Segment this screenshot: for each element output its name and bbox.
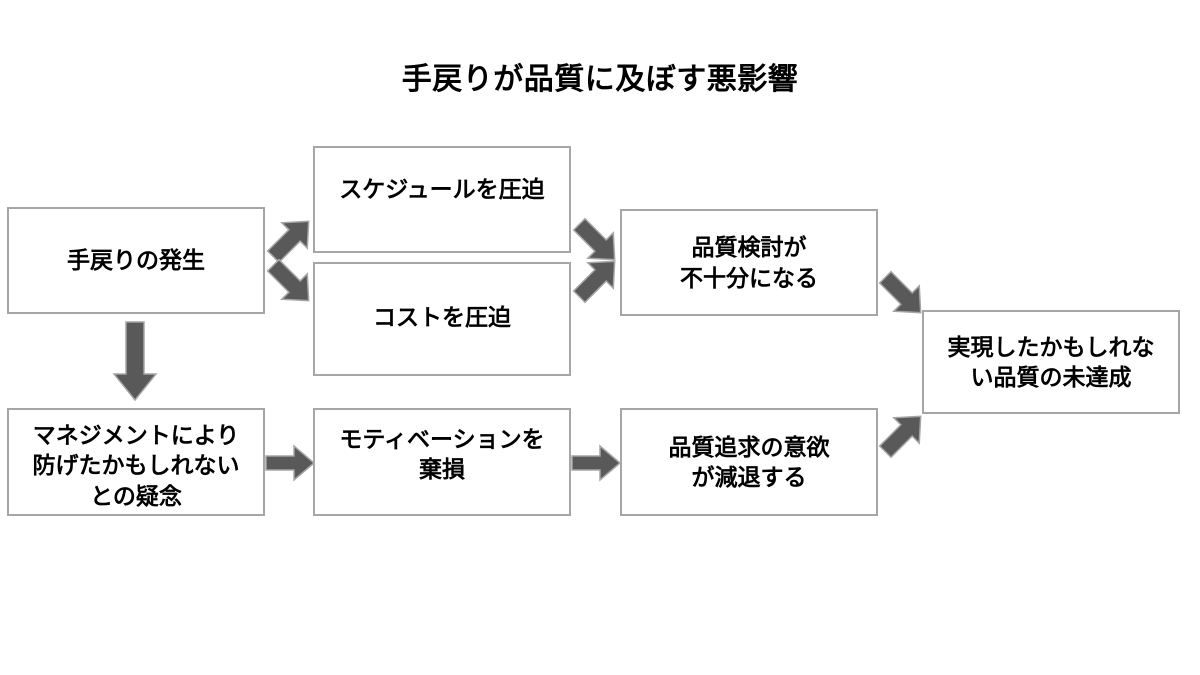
arrow-management-doubt-to-motivation	[264, 443, 316, 483]
node-quality-review[interactable]: 品質検討が 不十分になる	[620, 209, 878, 316]
node-schedule-label: スケジュールを圧迫	[339, 176, 545, 202]
node-pursuit-label: 品質追求の意欲 が減退する	[668, 433, 830, 490]
node-cost[interactable]: コストを圧迫	[313, 262, 571, 376]
arrow-cost-to-quality-review	[570, 256, 624, 304]
node-rework[interactable]: 手戻りの発生	[7, 207, 265, 314]
node-motivation-label: モティベーションを 棄損	[339, 426, 545, 483]
node-management-doubt-label: マネジメントにより 防げたかもしれない との疑念	[32, 422, 240, 509]
node-unrealized-quality[interactable]: 実現したかもしれな い品質の未達成	[922, 310, 1180, 414]
node-quality-review-label: 品質検討が 不十分になる	[680, 234, 818, 291]
arrow-pursuit-to-unrealized	[876, 410, 930, 459]
arrow-rework-to-schedule	[264, 216, 318, 264]
page-title: 手戻りが品質に及ぼす悪影響	[401, 63, 799, 96]
arrow-motivation-to-pursuit	[570, 443, 622, 483]
node-rework-label: 手戻りの発生	[67, 247, 205, 274]
node-management-doubt[interactable]: マネジメントにより 防げたかもしれない との疑念	[7, 408, 265, 516]
arrow-quality-review-to-unrealized	[876, 270, 930, 318]
arrow-rework-to-management-doubt	[111, 320, 159, 402]
arrow-rework-to-cost	[264, 258, 318, 306]
node-cost-label: コストを圧迫	[373, 304, 511, 330]
node-pursuit[interactable]: 品質追求の意欲 が減退する	[620, 408, 878, 516]
node-schedule[interactable]: スケジュールを圧迫	[313, 146, 571, 253]
node-unrealized-quality-label: 実現したかもしれな い品質の未達成	[947, 333, 1155, 390]
node-motivation[interactable]: モティベーションを 棄損	[313, 408, 571, 516]
arrow-schedule-to-quality-review	[570, 217, 624, 265]
